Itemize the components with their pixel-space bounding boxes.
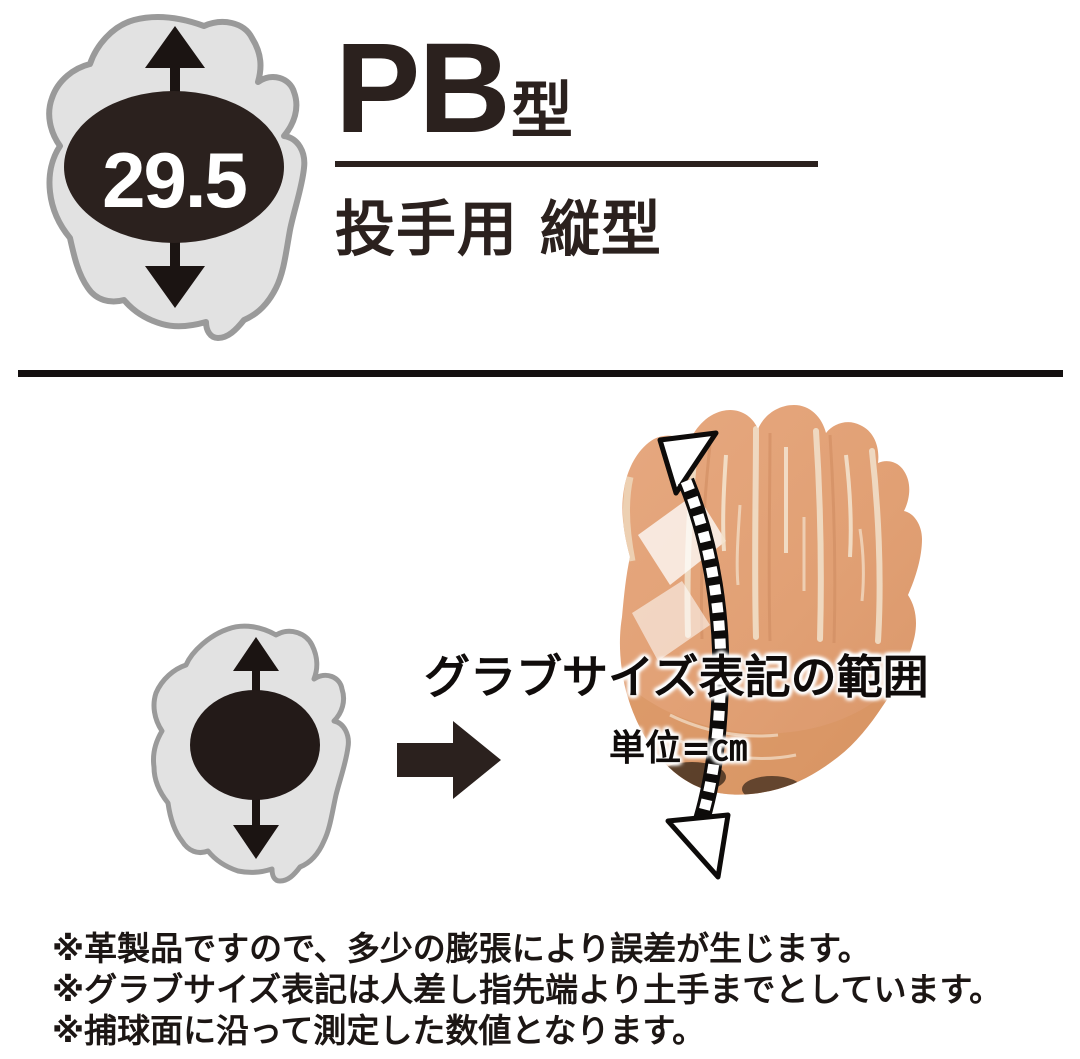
glove-silhouette-icon [46,14,308,341]
arrow-right-icon [397,721,501,799]
notes-block: ※革製品ですので、多少の膨張により誤差が生じます。 ※グラブサイズ表記は人差し指… [52,928,1062,1051]
note-line: ※革製品ですので、多少の膨張により誤差が生じます。 [52,929,871,968]
title-subtitle: 投手用 縦型 [335,195,662,265]
unit-caption: 単位=㎝ [609,728,748,769]
header-band: 29.5 PB 型 投手用 縦型 [0,0,1080,352]
title-block: PB 型 投手用 縦型 [335,18,825,268]
mini-glove-icon [148,623,368,885]
note-line: ※捕球面に沿って測定した数値となります。 [52,1011,706,1050]
tape-measure-arrow [657,430,731,880]
range-caption: グラブサイズ表記の範囲 [424,650,929,704]
title-rule [335,161,818,167]
model-suffix: 型 [510,74,573,147]
size-badge: 29.5 [22,12,322,342]
note-line: ※グラブサイズ表記は人差し指先端より土手までとしています。 [52,970,1003,1009]
model-code: PB [335,17,511,161]
section-divider [18,370,1063,377]
baseball-glove-image [619,405,923,880]
glove-silhouette-icon [151,623,351,884]
glove-photo [520,385,990,925]
model-line: PB 型 [335,17,825,161]
flow-arrow [395,715,505,805]
measurement-diagram [0,385,1080,925]
